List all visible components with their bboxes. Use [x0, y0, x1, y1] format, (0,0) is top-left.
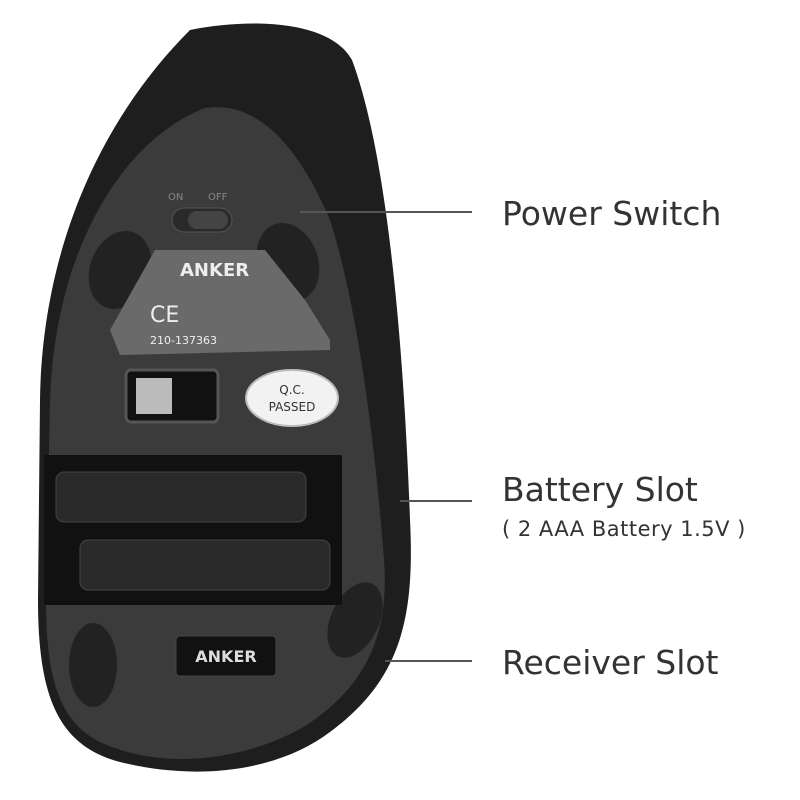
ce-mark: CE — [150, 303, 179, 328]
qc-passed-sticker — [245, 369, 339, 427]
receiver-slot-label: Receiver Slot — [502, 643, 719, 682]
cert-number: 210-137363 — [150, 334, 217, 347]
power-switch-callout-line — [300, 211, 472, 213]
receiver-slot — [175, 635, 277, 677]
receiver-slot-callout-line — [385, 660, 472, 662]
battery-slot-callout-line — [400, 500, 472, 502]
mouse-foot — [69, 623, 117, 707]
qc-line1: Q.C. — [279, 383, 304, 397]
power-switch-label: Power Switch — [502, 194, 722, 233]
receiver-brand-label: ANKER — [195, 647, 256, 666]
spec-label-plate — [110, 250, 330, 355]
battery — [55, 471, 307, 523]
switch-off-label: OFF — [208, 192, 228, 203]
battery — [79, 539, 331, 591]
brand-label: ANKER — [180, 260, 249, 281]
qc-line2: PASSED — [269, 400, 316, 414]
battery-slot-label: Battery Slot — [502, 470, 698, 509]
switch-on-label: ON — [168, 192, 183, 203]
battery-note: ( 2 AAA Battery 1.5V ) — [502, 517, 746, 541]
